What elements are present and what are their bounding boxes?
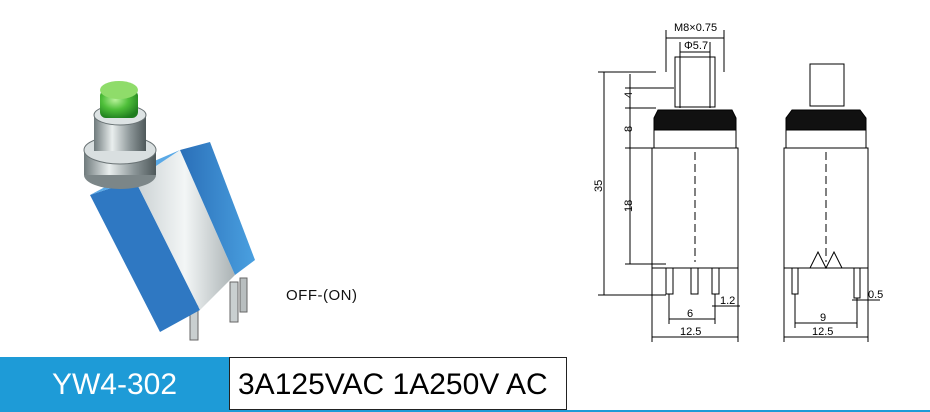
side-width-dimension: 12.5 xyxy=(812,326,833,338)
front-width-dimension: 12.5 xyxy=(680,326,701,338)
rating-label: 3A125VAC 1A250V AC xyxy=(229,357,567,410)
cap-height-dimension: 4 xyxy=(623,92,635,98)
footer-rule xyxy=(0,410,930,412)
pin-thickness-dimension: 0.5 xyxy=(868,289,883,301)
switch-function-label: OFF-(ON) xyxy=(286,287,358,304)
thread-dimension: M8×0.75 xyxy=(674,22,717,34)
product-photo xyxy=(83,81,255,341)
cap-diameter-dimension: Φ5.7 xyxy=(684,40,708,52)
nut-height-dimension: 8 xyxy=(623,126,635,132)
side-pin-pitch-dimension: 9 xyxy=(820,312,826,324)
pin-width-dimension: 1.2 xyxy=(720,295,735,307)
pin-pitch-dimension: 6 xyxy=(687,308,693,320)
total-height-dimension: 35 xyxy=(593,180,605,192)
dimension-drawing: M8×0.75 Φ5.7 4 8 18 35 6 1.2 12.5 9 12.5… xyxy=(593,22,883,342)
model-label: YW4-302 xyxy=(0,357,229,412)
body-height-dimension: 18 xyxy=(623,200,635,212)
